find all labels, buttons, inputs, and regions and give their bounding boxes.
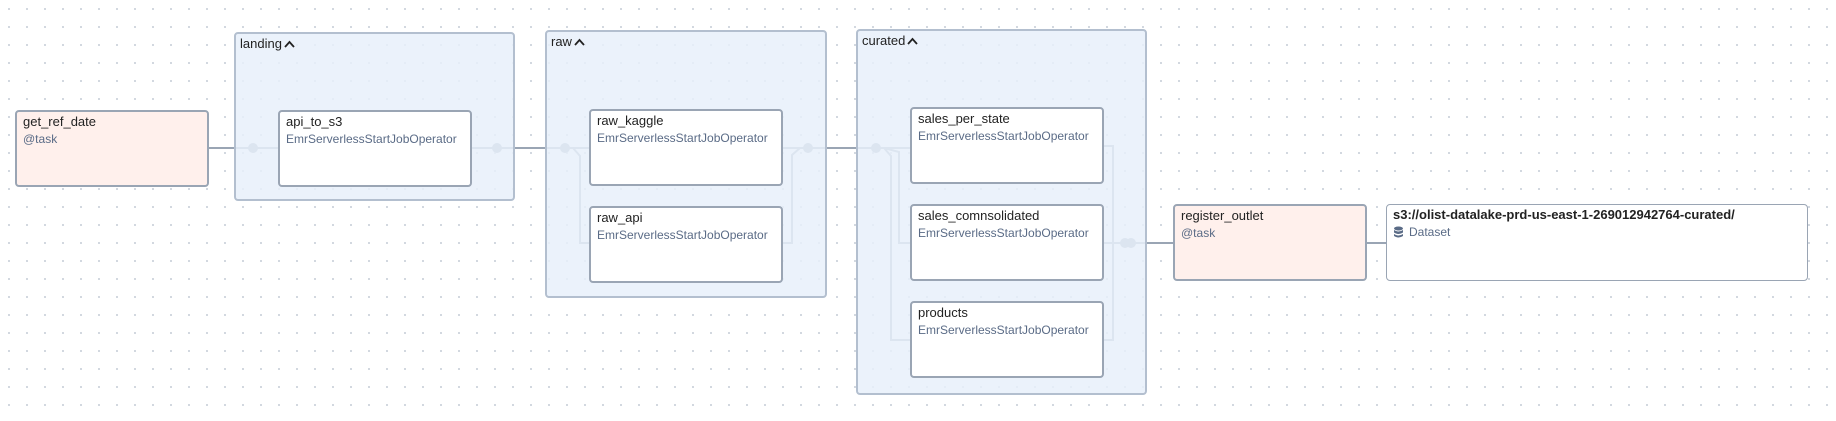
task-node-api-to-s3[interactable]: api_to_s3 EmrServerlessStartJobOperator	[278, 110, 472, 187]
task-node-title: sales_per_state	[918, 111, 1010, 126]
chevron-up-icon[interactable]	[284, 40, 295, 48]
dataset-node-type-label: Dataset	[1409, 225, 1451, 239]
task-node-raw-kaggle[interactable]: raw_kaggle EmrServerlessStartJobOperator	[589, 109, 783, 186]
task-node-title: api_to_s3	[286, 114, 343, 129]
task-node-type: EmrServerlessStartJobOperator	[918, 226, 1089, 240]
task-node-type: @task	[1181, 226, 1216, 240]
task-node-type: EmrServerlessStartJobOperator	[597, 131, 768, 145]
database-icon	[1393, 226, 1404, 238]
dataset-node-type: Dataset	[1393, 225, 1450, 239]
dataset-node-uri: s3://olist-datalake-prd-us-east-1-269012…	[1393, 207, 1735, 222]
task-node-type: EmrServerlessStartJobOperator	[597, 228, 768, 242]
task-node-raw-api[interactable]: raw_api EmrServerlessStartJobOperator	[589, 206, 783, 283]
task-node-title: get_ref_date	[23, 114, 97, 129]
task-group-landing-header[interactable]: landing	[240, 36, 295, 51]
chevron-up-icon[interactable]	[574, 38, 585, 46]
task-node-title: raw_kaggle	[597, 113, 664, 128]
task-group-curated-label: curated	[862, 33, 906, 48]
task-node-type: EmrServerlessStartJobOperator	[286, 132, 457, 146]
task-node-title: sales_comnsolidated	[918, 208, 1040, 223]
task-group-landing-label: landing	[240, 36, 282, 51]
task-node-get-ref-date[interactable]: get_ref_date @task	[15, 110, 209, 187]
task-node-products[interactable]: products EmrServerlessStartJobOperator	[910, 301, 1104, 378]
task-node-sales-comnsolidated[interactable]: sales_comnsolidated EmrServerlessStartJo…	[910, 204, 1104, 281]
task-node-type: EmrServerlessStartJobOperator	[918, 323, 1089, 337]
dataset-node[interactable]: s3://olist-datalake-prd-us-east-1-269012…	[1386, 204, 1808, 281]
task-group-raw-label: raw	[551, 34, 572, 49]
chevron-up-icon[interactable]	[907, 37, 919, 45]
task-group-curated-header[interactable]: curated	[862, 33, 919, 48]
task-node-title: raw_api	[597, 210, 643, 225]
task-node-title: register_outlet	[1181, 208, 1264, 223]
task-node-type: @task	[23, 132, 58, 146]
task-node-type: EmrServerlessStartJobOperator	[918, 129, 1089, 143]
task-node-register-outlet[interactable]: register_outlet @task	[1173, 204, 1367, 281]
task-node-sales-per-state[interactable]: sales_per_state EmrServerlessStartJobOpe…	[910, 107, 1104, 184]
task-group-raw-header[interactable]: raw	[551, 34, 585, 49]
task-node-title: products	[918, 305, 968, 320]
